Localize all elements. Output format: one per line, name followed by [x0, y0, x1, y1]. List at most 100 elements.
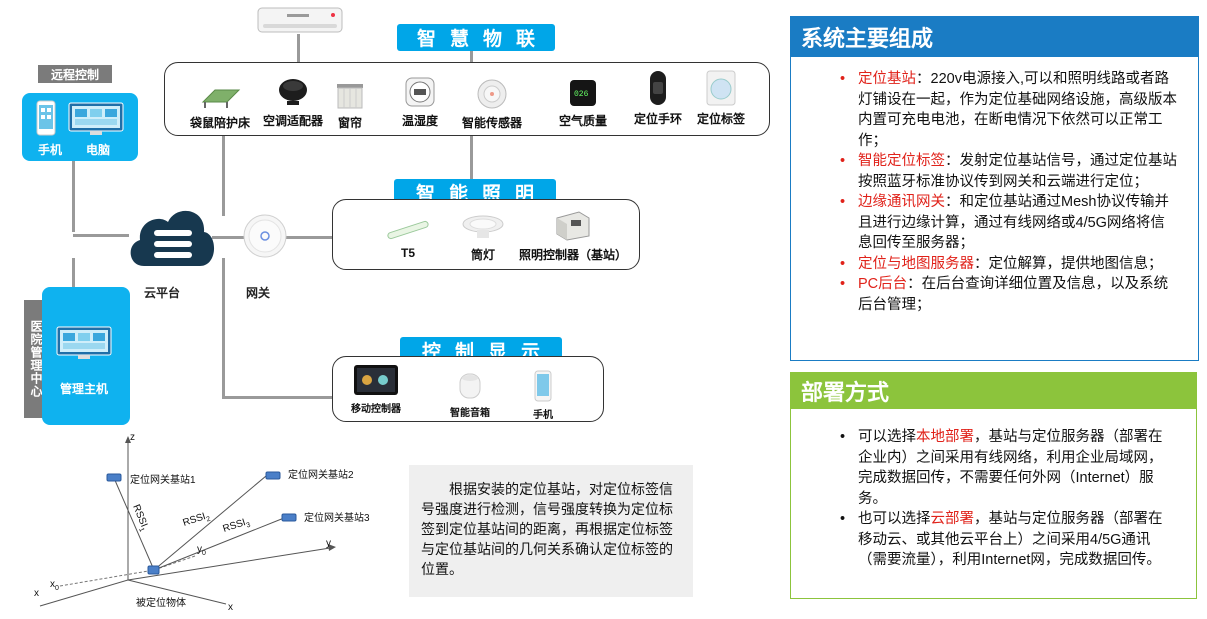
rssi1-label: RSSI — [130, 503, 149, 529]
line-remote-host — [72, 258, 75, 288]
downlight-icon — [461, 206, 505, 242]
system-item-2: •边缘通讯网关：和定位基站通过Mesh协议传输并且进行边缘计算，通过有线网络或4… — [840, 194, 1169, 251]
controller-icon — [553, 206, 593, 242]
iot-device-label: 温湿度 — [401, 114, 438, 128]
station2-label: 定位网关基站2 — [288, 468, 354, 481]
management-host-label: 管理主机 — [60, 382, 109, 396]
x0-label: x — [50, 579, 55, 590]
thermometer-icon — [404, 72, 436, 108]
iot-device-label: 空气质量 — [558, 114, 607, 128]
wristband-icon — [644, 70, 672, 106]
system-composition-list: •定位基站：220v电源接入,可以和照明线路或者路灯铺设在一起，作为定位基础网络… — [791, 57, 1198, 315]
station1-label: 定位网关基站1 — [130, 473, 196, 486]
system-item-3: •定位与地图服务器：定位解算，提供地图信息； — [840, 255, 1163, 272]
line-banner-iot — [470, 48, 473, 64]
system-item-4: •PC后台：在后台查询详细位置及信息，以及系统后台管理； — [840, 276, 1169, 313]
positioning-explanation-box: 根据安装的定位基站，对定位标签信号强度进行检测，信号强度转换为定位标签到定位基站… — [409, 465, 693, 597]
axis-x-label: x — [34, 588, 39, 599]
deploy-item-pre: 可以选择 — [858, 429, 916, 445]
line-gateway-lighting — [286, 236, 334, 239]
iot-device-2: 窗帘 — [325, 74, 375, 131]
line-iot-lighting — [470, 136, 473, 184]
curtain-icon — [335, 74, 365, 110]
system-item-term: 智能定位标签 — [858, 153, 945, 169]
iot-device-label: 智能传感器 — [461, 116, 522, 130]
lighting-device-0: T5 — [380, 206, 436, 260]
system-composition-box: 系统主要组成 •定位基站：220v电源接入,可以和照明线路或者路灯铺设在一起，作… — [790, 16, 1199, 361]
sensor-icon — [476, 74, 508, 110]
tube-light-icon — [385, 206, 431, 242]
iot-device-label: 袋鼠陪护床 — [189, 116, 250, 130]
target-object-label: 被定位物体 — [136, 596, 186, 609]
iot-device-label: 定位手环 — [633, 112, 682, 126]
air-conditioner-icon — [257, 7, 343, 35]
system-item-term: 定位基站 — [858, 71, 916, 87]
iot-device-7: 定位标签 — [688, 70, 754, 127]
svg-text:y0: y0 — [197, 544, 206, 557]
iot-device-1: 空调适配器 — [253, 72, 333, 129]
system-item-term: 边缘通讯网关 — [858, 194, 945, 210]
cloud-platform-icon — [124, 200, 218, 272]
system-item-desc: ：和定位基站通过Mesh协议传输并且进行边缘计算，通过有线网络或4/5G网络将信… — [858, 194, 1169, 251]
deploy-item-term: 本地部署 — [916, 429, 974, 445]
iot-device-label: 窗帘 — [337, 116, 362, 130]
system-item-desc: ：定位解算，提供地图信息； — [974, 255, 1163, 272]
rssi1-sub: 1 — [137, 527, 145, 533]
deploy-item-1: •也可以选择云部署，基站与定位服务器（部署在移动云、或其他云平台上）之间采用4/… — [840, 511, 1163, 568]
remote-pc-label: 电脑 — [86, 143, 111, 157]
deploy-item-pre: 也可以选择 — [858, 511, 931, 527]
deployment-title: 部署方式 — [791, 373, 1196, 409]
axis-x-label-2: x — [228, 602, 233, 613]
rssi2-sub: 2 — [206, 516, 212, 524]
iot-device-6: 定位手环 — [628, 70, 688, 127]
rssi3-sub: 3 — [246, 522, 252, 530]
deploy-item-desc: ，基站与定位服务器（部署在企业内）之间采用有线网络，利用企业局域网，完成数据回传… — [858, 429, 1163, 507]
gateway-label: 网关 — [246, 286, 271, 300]
rssi-positioning-diagram: z y x x x0 y0 定位网关基站1 定位网关基站2 定位网关基站3 RS… — [34, 432, 370, 613]
y0-sub: 0 — [202, 550, 206, 557]
speaker-icon — [458, 366, 482, 400]
remote-phone-label: 手机 — [38, 143, 63, 157]
line-gateway-iot — [222, 96, 225, 216]
deploy-item-0: •可以选择本地部署，基站与定位服务器（部署在企业内）之间采用有线网络，利用企业局… — [840, 429, 1163, 507]
svg-text:026: 026 — [574, 90, 589, 99]
lighting-device-label: T5 — [400, 246, 415, 260]
system-composition-title: 系统主要组成 — [791, 17, 1198, 57]
iot-device-3: 温湿度 — [390, 72, 450, 129]
lighting-device-label: 照明控制器（基站） — [518, 248, 627, 262]
iot-device-label: 空调适配器 — [262, 114, 323, 128]
iot-device-5: 026 空气质量 — [550, 72, 616, 129]
line-gateway-control-h — [222, 396, 334, 399]
deployment-box: 部署方式 •可以选择本地部署，基站与定位服务器（部署在企业内）之间采用有线网络，… — [790, 372, 1197, 599]
bed-icon — [199, 74, 241, 110]
phone-icon — [534, 368, 552, 402]
remote-control-tag: 远程控制 — [38, 65, 112, 83]
line-ac-iot — [297, 34, 300, 66]
svg-text:RSSI2: RSSI2 — [182, 510, 212, 531]
control-device-label: 移动控制器 — [351, 404, 401, 415]
gateway-icon — [242, 213, 288, 259]
x0-sub: 0 — [55, 585, 59, 592]
deploy-item-desc: ，基站与定位服务器（部署在移动云、或其他云平台上）之间采用4/5G通讯（需要流量… — [858, 511, 1163, 568]
system-item-desc: ：在后台查询详细位置及信息，以及系统后台管理； — [858, 276, 1169, 313]
control-device-label: 智能音箱 — [450, 408, 490, 419]
deployment-list: •可以选择本地部署，基站与定位服务器（部署在企业内）之间采用有线网络，利用企业局… — [791, 409, 1196, 571]
iot-device-label: 定位标签 — [696, 112, 745, 126]
iot-device-4: 智能传感器 — [452, 74, 532, 131]
smart-iot-frame — [164, 62, 770, 136]
line-remote-down — [72, 160, 75, 232]
lighting-device-1: 筒灯 — [448, 206, 518, 263]
control-device-label: 手机 — [533, 410, 553, 421]
banner-smart-iot: 智慧物联 — [397, 24, 555, 51]
hospital-center-tag-text: 医院管理中心 — [29, 320, 43, 398]
ac-adapter-icon — [277, 72, 309, 108]
control-device-0: 移动控制器 — [340, 362, 412, 415]
tag-icon — [705, 70, 737, 106]
rssi3-label: RSSI — [222, 517, 248, 535]
air-quality-icon: 026 — [568, 72, 598, 108]
cloud-platform-label: 云平台 — [144, 286, 181, 300]
svg-text:RSSI3: RSSI3 — [222, 516, 252, 537]
iot-device-0: 袋鼠陪护床 — [180, 74, 260, 131]
control-device-1: 智能音箱 — [440, 366, 500, 419]
tablet-icon — [353, 362, 399, 396]
